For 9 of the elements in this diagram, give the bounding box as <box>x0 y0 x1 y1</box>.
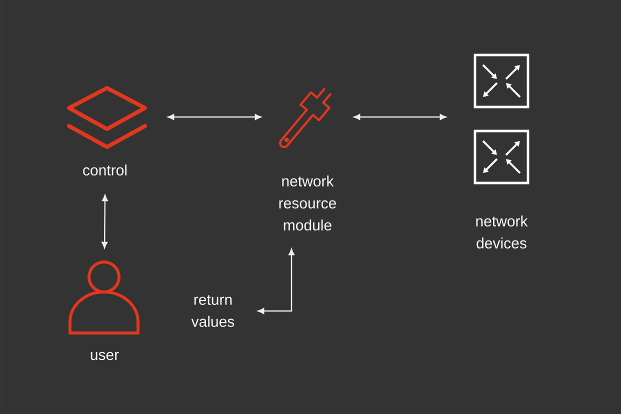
node-label: user <box>90 352 119 360</box>
node-label: network resource module <box>279 175 336 230</box>
node-label: network devices <box>476 215 528 248</box>
arrow <box>354 114 446 120</box>
arrow <box>102 194 108 248</box>
node-label: return values <box>191 295 234 327</box>
arrow <box>258 248 294 314</box>
node-label: control <box>83 164 126 176</box>
arrow <box>168 114 262 120</box>
